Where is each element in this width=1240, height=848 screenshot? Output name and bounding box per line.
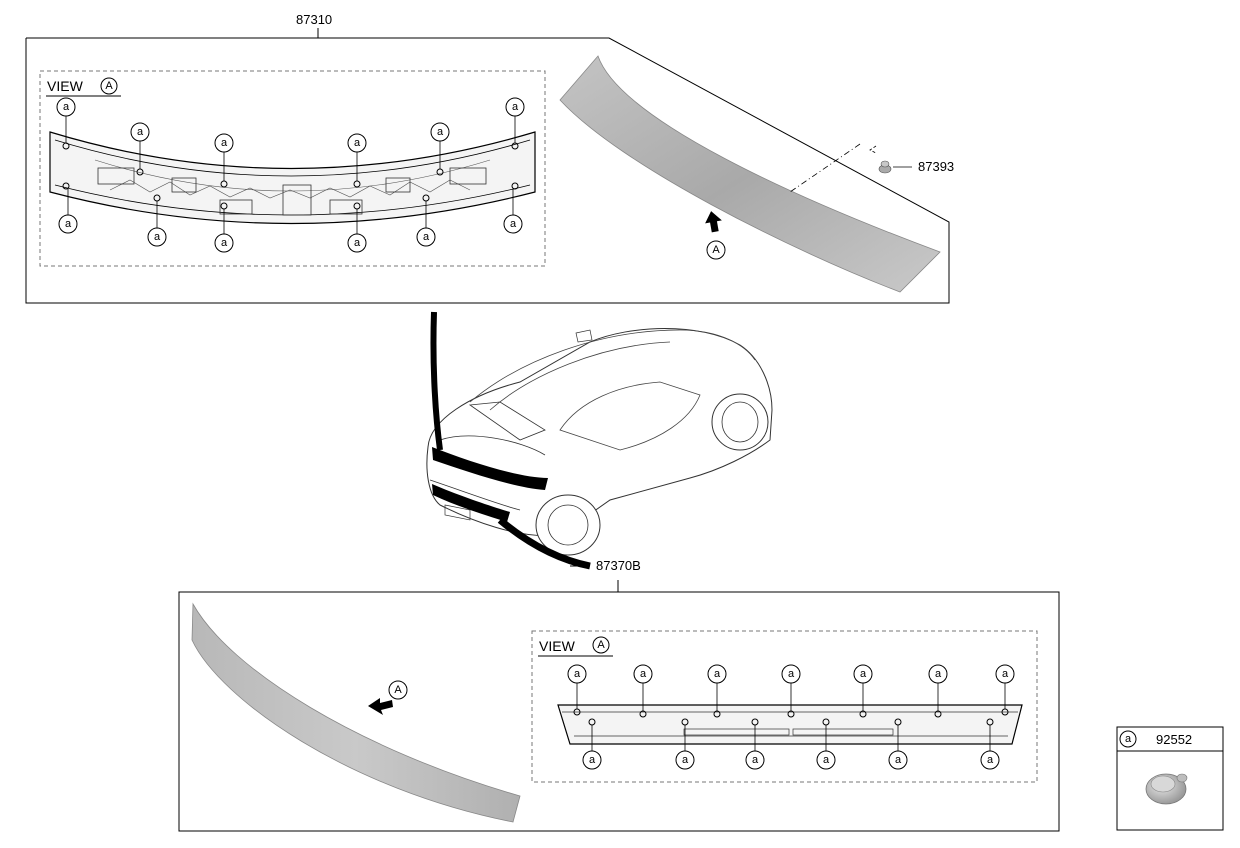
svg-text:a: a xyxy=(423,231,430,243)
view-letter-circle-lower xyxy=(592,636,610,654)
callout-a[interactable]: a xyxy=(347,133,367,181)
svg-text:a: a xyxy=(1002,668,1009,680)
callout-a[interactable]: a xyxy=(928,664,948,711)
svg-text:a: a xyxy=(823,754,830,766)
callout-a[interactable]: a xyxy=(56,97,76,143)
view-arrow-upper: A xyxy=(705,211,726,260)
view-arrow-letter-lower: A xyxy=(394,684,402,696)
callout-a[interactable]: a xyxy=(214,209,234,253)
callout-a[interactable]: a xyxy=(707,664,727,711)
car-garnish-highlight xyxy=(432,484,510,522)
fastener-92552-part xyxy=(1145,773,1188,805)
part-label-87370B[interactable]: 87370B xyxy=(596,558,641,573)
view-letter-upper: A xyxy=(105,80,113,92)
lower-view-inset: VIEW A xyxy=(531,630,1038,783)
callout-a[interactable]: a xyxy=(675,725,695,770)
callout-a[interactable]: a xyxy=(214,133,234,181)
svg-text:a: a xyxy=(752,754,759,766)
callout-a[interactable]: a xyxy=(505,97,525,143)
svg-text:a: a xyxy=(682,754,689,766)
upper-assembly-frame xyxy=(25,28,950,304)
callout-a[interactable]: a xyxy=(781,664,801,711)
svg-text:a: a xyxy=(788,668,795,680)
view-letter-circle-upper xyxy=(100,77,118,95)
lower-garnish[interactable] xyxy=(191,602,521,823)
upper-spoiler-underside xyxy=(49,131,536,225)
svg-text:a: a xyxy=(154,231,161,243)
part-label-87393[interactable]: 87393 xyxy=(918,159,954,174)
svg-text:a: a xyxy=(512,101,519,113)
callout-a[interactable]: a xyxy=(853,664,873,711)
svg-text:a: a xyxy=(221,137,228,149)
callout-a[interactable]: a xyxy=(347,209,367,253)
callout-a[interactable]: a xyxy=(745,725,765,770)
legend-symbol: a xyxy=(1125,733,1132,745)
clip-87393-part[interactable] xyxy=(878,160,912,174)
svg-text:a: a xyxy=(221,237,228,249)
upper-view-inset: VIEW A xyxy=(39,70,546,267)
svg-text:a: a xyxy=(137,126,144,138)
part-label-87310[interactable]: 87310 xyxy=(296,12,332,27)
callout-a[interactable]: a xyxy=(503,189,523,234)
svg-text:a: a xyxy=(860,668,867,680)
callout-a[interactable]: a xyxy=(430,122,450,169)
svg-text:a: a xyxy=(714,668,721,680)
svg-text:a: a xyxy=(640,668,647,680)
callout-a[interactable]: a xyxy=(633,664,653,711)
callout-a[interactable]: a xyxy=(582,725,602,770)
part-label-92552: 92552 xyxy=(1156,732,1192,747)
svg-text:a: a xyxy=(354,137,361,149)
callout-a[interactable]: a xyxy=(888,725,908,770)
car-spoiler-highlight xyxy=(432,447,548,490)
legend-symbol-circle xyxy=(1119,730,1137,748)
svg-text:a: a xyxy=(895,754,902,766)
view-arrow-letter-upper: A xyxy=(712,244,720,256)
callout-a[interactable]: a xyxy=(980,725,1000,770)
svg-text:a: a xyxy=(987,754,994,766)
view-letter-lower: A xyxy=(597,639,605,651)
upper-callouts: a a a a a a a a a a a a xyxy=(56,97,525,253)
svg-text:a: a xyxy=(510,218,517,230)
callout-a[interactable]: a xyxy=(58,189,78,234)
svg-text:a: a xyxy=(63,101,70,113)
callout-a[interactable]: a xyxy=(416,201,436,247)
svg-text:a: a xyxy=(935,668,942,680)
fastener-legend-box[interactable]: a 92552 xyxy=(1116,726,1224,831)
callout-a[interactable]: a xyxy=(567,664,587,709)
callout-a[interactable]: a xyxy=(130,122,150,169)
svg-text:a: a xyxy=(589,754,596,766)
view-label-lower: VIEW xyxy=(539,638,576,654)
lower-callouts: a a a a a a a a a a a a a xyxy=(567,664,1015,770)
clip-leader xyxy=(789,143,861,193)
callout-a[interactable]: a xyxy=(147,201,167,247)
svg-text:a: a xyxy=(574,668,581,680)
lower-assembly-frame xyxy=(178,580,1060,832)
svg-text:a: a xyxy=(437,126,444,138)
svg-text:a: a xyxy=(354,237,361,249)
callout-a[interactable]: a xyxy=(995,664,1015,709)
svg-text:a: a xyxy=(65,218,72,230)
view-arrow-lower: A xyxy=(368,680,408,715)
callout-a[interactable]: a xyxy=(816,725,836,770)
upper-spoiler[interactable] xyxy=(559,55,941,293)
view-label-upper: VIEW xyxy=(47,78,84,94)
car-illustration xyxy=(426,311,773,570)
lower-garnish-underside xyxy=(557,704,1023,745)
